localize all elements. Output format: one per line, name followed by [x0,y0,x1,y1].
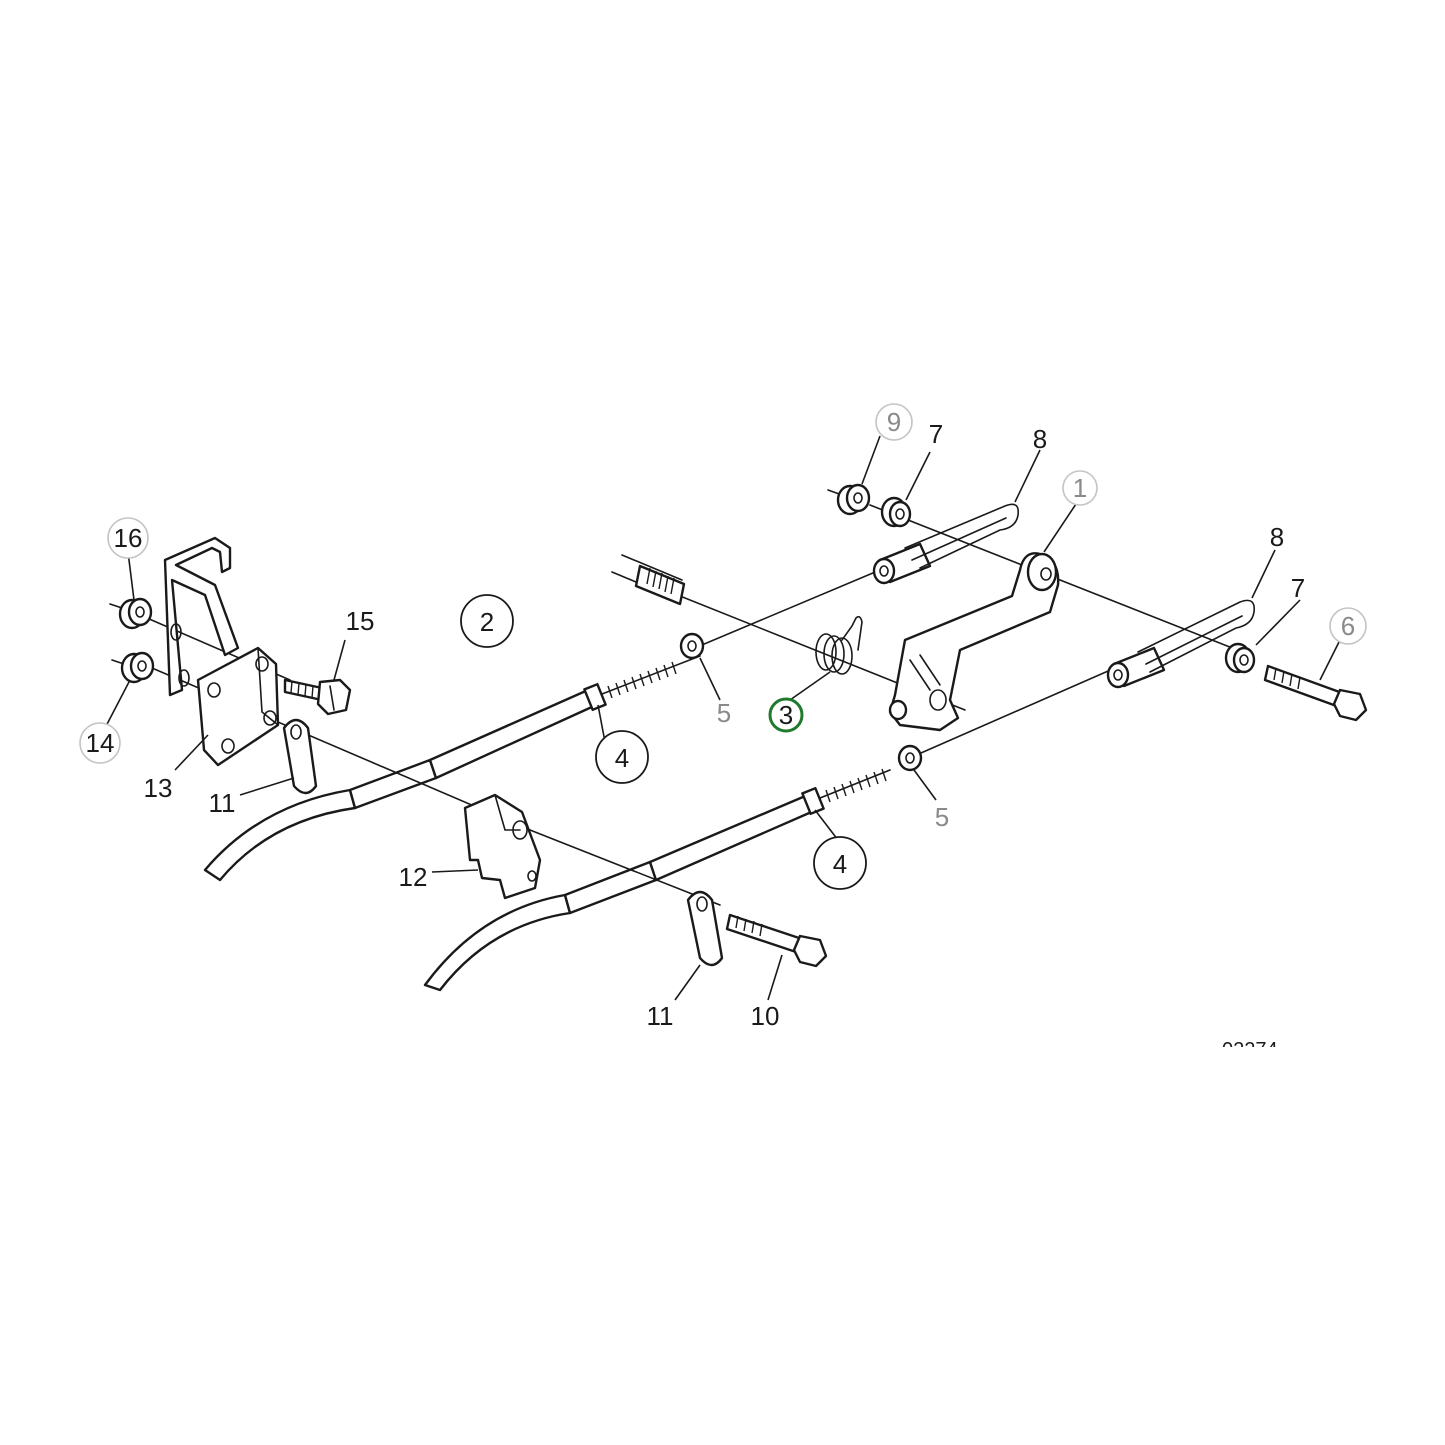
callout-7-lower: 7 [1291,573,1305,603]
svg-text:14: 14 [86,728,115,758]
nut-14 [111,651,155,684]
svg-text:13: 13 [144,773,173,803]
clamp-block-12 [463,793,542,900]
frame-bracket [163,536,240,697]
spring-clip-8-upper [904,503,1020,569]
callout-7-upper: 7 [929,419,943,449]
torsion-spring-3 [815,615,863,675]
callout-3: 3 [768,697,804,733]
bushing-spacer-lower [1106,646,1166,689]
cable-upper [203,655,701,882]
svg-text:12: 12 [399,862,428,892]
bolt-6 [1263,664,1368,722]
callout-4-upper: 4 [595,730,649,784]
bolt-15 [283,678,352,716]
callout-9: 9 [875,403,913,441]
svg-text:16: 16 [114,523,143,553]
nut-16 [109,597,153,630]
svg-text:2: 2 [480,607,494,637]
link-plate-11-upper [282,718,318,795]
nut-9 [827,483,871,516]
callout-15: 15 [346,606,375,636]
callout-10: 10 [751,1001,780,1031]
callout-5-upper: 5 [717,698,731,728]
nut-5-upper [679,632,705,660]
link-plate-11-lower [686,890,724,967]
callout-16: 16 [107,517,149,559]
svg-text:5: 5 [717,698,731,728]
callout-8-upper: 8 [1033,424,1047,454]
svg-text:8: 8 [1270,522,1284,552]
callout-13: 13 [144,773,173,803]
cable-lower [423,768,891,992]
bolt-10 [725,913,828,968]
mounting-plate-13 [196,646,280,767]
reference-number: 02274 [1222,1039,1278,1061]
svg-text:3: 3 [779,700,793,730]
svg-text:7: 7 [1291,573,1305,603]
spring-clip-8-lower [1137,599,1256,673]
svg-text:11: 11 [647,1001,674,1031]
svg-text:8: 8 [1033,424,1047,454]
spline-shaft [611,554,686,606]
svg-text:9: 9 [887,407,901,437]
washer-7-upper [880,496,912,528]
nut-5-lower [897,744,923,772]
svg-text:1: 1 [1073,473,1087,503]
callout-12: 12 [399,862,428,892]
callout-1: 1 [1062,470,1098,506]
callout-6: 6 [1329,607,1367,645]
svg-text:4: 4 [833,849,847,879]
leader-lines [103,435,1341,1001]
callout-14: 14 [79,722,121,764]
callout-2: 2 [460,594,514,648]
washer-7-lower [1224,642,1256,674]
lever-arm-1 [888,552,1060,732]
svg-text:4: 4 [615,743,629,773]
callout-11-lower: 11 [647,1001,674,1031]
bushing-spacer-upper [872,542,932,585]
svg-text:15: 15 [346,606,375,636]
callout-8-lower: 8 [1270,522,1284,552]
svg-text:7: 7 [929,419,943,449]
callout-11-upper: 11 [209,788,236,818]
svg-text:5: 5 [935,802,949,832]
svg-text:02274: 02274 [1222,1039,1278,1061]
svg-text:11: 11 [209,788,236,818]
callout-5-lower: 5 [935,802,949,832]
svg-text:10: 10 [751,1001,780,1031]
svg-text:6: 6 [1341,611,1355,641]
callout-4-lower: 4 [813,836,867,890]
